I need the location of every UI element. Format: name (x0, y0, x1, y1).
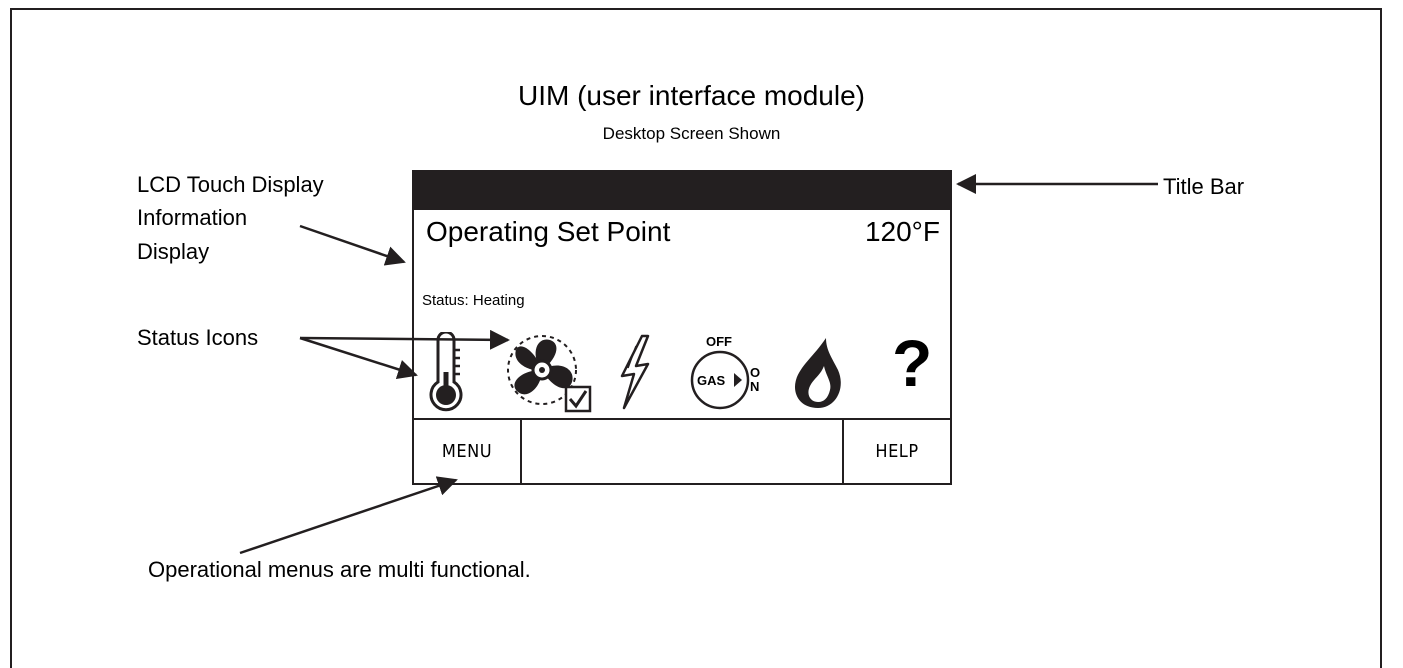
gas-valve-icon: OFF GAS O N (690, 332, 774, 412)
arrow-lcd (299, 224, 406, 266)
setpoint-label: Operating Set Point (426, 216, 671, 247)
lcd-touch-display: Operating Set Point 120°F Status: Heatin… (412, 170, 952, 485)
callout-arrows (239, 174, 1158, 555)
title-bar (414, 172, 950, 210)
diagram-title: UIM (user interface module) (517, 80, 865, 111)
button-bar: MENU HELP (414, 418, 950, 483)
callout-title-bar: Title Bar (1163, 174, 1245, 199)
callout-lcd-line2: Information (137, 205, 248, 230)
status-text: Status: Heating (422, 292, 525, 309)
callout-menus-note: Operational menus are multi functional. (148, 557, 531, 582)
lightning-icon (620, 334, 650, 410)
thermometer-icon (429, 332, 463, 412)
arrow-status-thermo (299, 336, 418, 380)
diagram-subtitle: Desktop Screen Shown (602, 124, 781, 143)
arrow-menu (239, 476, 458, 555)
arrow-status-fan (299, 329, 510, 350)
callout-status-icons: Status Icons (137, 325, 259, 350)
flame-icon (794, 338, 841, 408)
gas-valve-ring (690, 350, 750, 410)
setpoint-value: 120°F (864, 216, 940, 247)
diagram-frame (10, 8, 1382, 668)
menu-button[interactable]: MENU (414, 420, 522, 483)
gas-on-label-o: O (750, 365, 761, 380)
fan-icon (507, 335, 592, 413)
callout-lcd-line3: Display (137, 239, 210, 264)
help-question-icon: ? (892, 326, 933, 400)
callout-lcd-line1: LCD Touch Display (137, 172, 324, 197)
gas-on-label-n: N (750, 379, 760, 394)
gas-off-label: OFF (706, 334, 732, 349)
help-button[interactable]: HELP (842, 420, 950, 483)
gas-label: GAS (697, 373, 726, 388)
